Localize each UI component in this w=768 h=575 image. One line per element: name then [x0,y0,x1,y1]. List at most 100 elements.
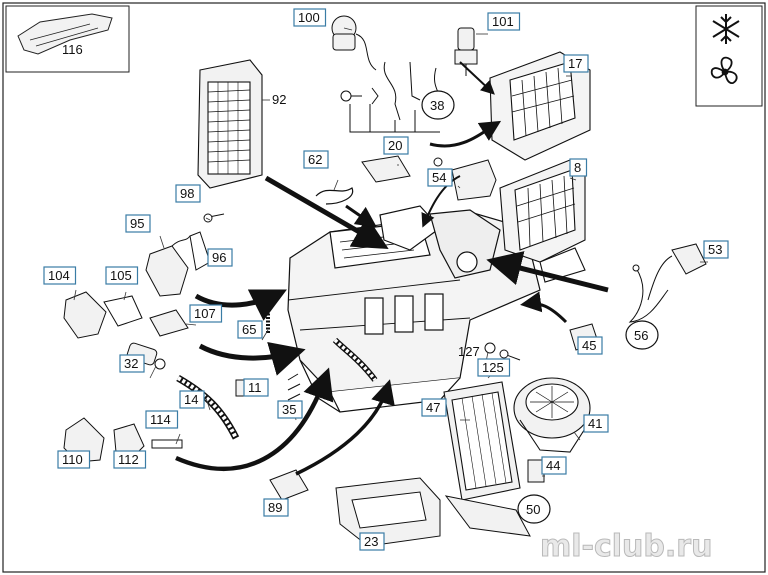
callout-label-105: 105 [105,266,139,285]
part-101-valve [454,27,478,76]
callout-label-47: 47 [421,398,447,417]
callout-number: 11 [248,380,262,395]
callout-label-53: 53 [703,240,729,259]
inset-part-116 [5,5,130,73]
callout-number: 98 [180,186,194,201]
callout-number: 54 [432,170,446,185]
part-100-actuator [331,15,377,71]
callout-label-23: 23 [359,532,385,551]
part-56-harness [628,264,669,323]
callout-label-125: 125 [477,358,511,377]
part-127-nut [484,342,496,354]
callout-label-32: 32 [119,354,145,373]
callout-number: 47 [426,400,440,415]
callout-number: 23 [364,534,378,549]
legend-box [695,5,763,107]
part-105-linkage [103,295,143,327]
callout-number: 56 [634,328,648,343]
callout-label-104: 104 [43,266,77,285]
callout-label-50: 50 [517,494,551,524]
part-50-cover [444,495,531,537]
callout-number: 38 [430,98,444,113]
callout-label-56: 56 [625,320,659,350]
part-14-hose [176,374,240,440]
callout-label-112: 112 [113,450,147,469]
callout-number: 110 [62,452,83,467]
callout-label-44: 44 [541,456,567,475]
callout-number: 14 [184,392,198,407]
callout-number: 20 [388,138,402,153]
assembly-arrows [175,61,609,476]
callout-number: 32 [124,356,138,371]
linkage-rods [340,61,442,133]
callout-number: 45 [582,338,596,353]
callout-label-96: 96 [207,248,233,267]
callout-number: 53 [708,242,722,257]
heater-core-hose [332,337,378,382]
part-23-duct [335,477,441,547]
callout-number: 50 [526,502,540,517]
fan-icon [710,56,738,84]
callout-number: 65 [242,322,256,337]
callout-label-38: 38 [421,90,455,120]
part-96-lever [189,231,211,271]
callout-number: 116 [62,42,83,57]
callout-label-65: 65 [237,320,263,339]
callout-label-110: 110 [57,450,91,469]
callout-number: 8 [574,160,581,175]
callout-number: 125 [482,360,504,375]
part-62-clip [315,187,354,205]
callout-label-54: 54 [427,168,453,187]
callout-number: 114 [150,412,171,427]
callout-label-95: 95 [125,214,151,233]
part-107-actuator [149,309,189,337]
part-53-sensor [647,243,707,301]
part-35-clips [287,373,303,411]
callout-number: 92 [272,92,286,107]
callout-number: 44 [546,458,560,473]
watermark: ml-club.ru [540,529,712,564]
callout-label-92: 92 [272,92,286,107]
callout-label-100: 100 [293,8,327,27]
part-92-filter [197,59,263,189]
part-125-screw [499,349,521,361]
part-95-sensor [145,235,191,297]
callout-number: 101 [492,14,514,29]
part-17-housing [489,51,591,161]
callout-number: 89 [268,500,282,515]
callout-label-98: 98 [175,184,201,203]
callout-label-11: 11 [243,378,269,397]
part-104-actuator [63,291,107,339]
part-47-filter [443,381,521,501]
callout-number: 105 [110,268,132,283]
callout-label-45: 45 [577,336,603,355]
callout-number: 104 [48,268,70,283]
callout-label-116: 116 [62,42,83,57]
callout-number: 17 [568,56,582,71]
callout-number: 41 [588,416,602,431]
part-41-blower-motor [513,377,591,453]
callout-label-35: 35 [277,400,303,419]
callout-label-14: 14 [179,390,205,409]
callout-number: 107 [194,306,216,321]
part-20-bracket [361,155,411,183]
part-54-actuator [433,157,497,201]
callout-number: 35 [282,402,296,417]
snowflake-icon [712,14,740,44]
callout-label-20: 20 [383,136,409,155]
callout-number: 100 [298,10,320,25]
callout-label-17: 17 [563,54,589,73]
part-89-module [269,469,309,501]
callout-label-114: 114 [145,410,179,429]
part-114-pipe [151,439,183,449]
part-8-housing [499,159,586,283]
callout-label-107: 107 [189,304,223,323]
callout-label-101: 101 [487,12,521,31]
callout-label-89: 89 [263,498,289,517]
callout-number: 127 [458,344,480,359]
callout-label-8: 8 [569,158,588,177]
